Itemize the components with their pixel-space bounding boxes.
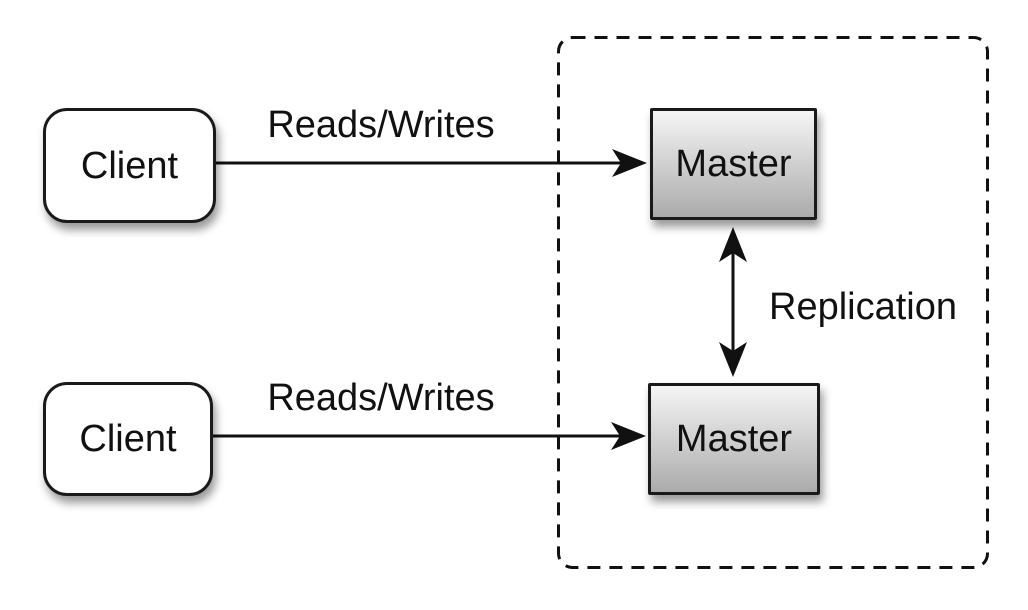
edge-label-reads-writes-bottom: Reads/Writes <box>267 377 495 419</box>
node-master-bottom: Master <box>648 383 820 495</box>
node-master-top: Master <box>650 108 817 220</box>
node-client-bottom-label: Client <box>79 418 177 460</box>
edge-label-reads-writes-top: Reads/Writes <box>267 104 495 146</box>
arrow-replication <box>719 227 747 377</box>
node-client-bottom: Client <box>43 382 213 496</box>
arrow-reads-writes-top <box>216 149 647 177</box>
node-client-top-label: Client <box>80 144 179 187</box>
arrow-reads-writes-bottom <box>213 422 646 450</box>
node-client-top: Client <box>43 108 216 223</box>
node-master-top-label: Master <box>675 143 792 185</box>
edge-label-replication: Replication <box>769 286 957 328</box>
node-master-bottom-label: Master <box>675 418 793 460</box>
master-cluster-dashed-border <box>557 36 989 569</box>
